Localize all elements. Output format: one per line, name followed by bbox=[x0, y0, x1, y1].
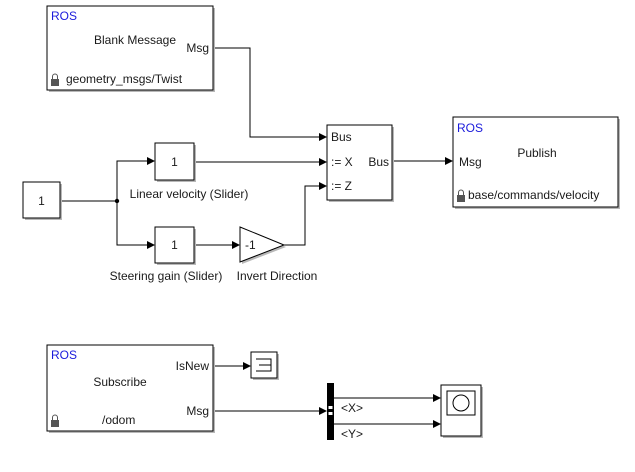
lock-icon bbox=[51, 73, 59, 86]
signal-label-x: <X> bbox=[341, 401, 363, 415]
branch-junction bbox=[114, 198, 120, 204]
scope-icon bbox=[446, 390, 476, 416]
port-label-msg: Msg bbox=[186, 404, 209, 418]
port-assign-z: := Z bbox=[331, 179, 352, 193]
slider-value: 1 bbox=[171, 155, 178, 169]
invert-direction-gain-block[interactable]: -1 bbox=[239, 226, 286, 264]
linear-velocity-slider-block[interactable]: 1 bbox=[154, 142, 196, 182]
terminator-block[interactable] bbox=[250, 351, 279, 380]
steering-gain-slider-block[interactable]: 1 bbox=[154, 226, 196, 265]
subscribe-block[interactable]: ROS Subscribe IsNew Msg /odom bbox=[46, 344, 215, 433]
blank-message-block[interactable]: ROS Blank Message Msg geometry_msgs/Twis… bbox=[46, 5, 215, 92]
port-bus-out: Bus bbox=[368, 155, 389, 169]
lock-icon bbox=[51, 414, 59, 427]
terminator-icon bbox=[256, 358, 272, 372]
wire-to-steering[interactable] bbox=[116, 201, 155, 249]
gain-value: -1 bbox=[245, 238, 256, 252]
port-label-isnew: IsNew bbox=[176, 359, 210, 373]
block-title: Subscribe bbox=[93, 375, 147, 389]
bus-selector-block[interactable] bbox=[327, 383, 334, 440]
port-assign-x: := X bbox=[331, 155, 353, 169]
scope-block[interactable] bbox=[440, 384, 483, 438]
signal-label-y: <Y> bbox=[341, 427, 363, 441]
block-title: Publish bbox=[517, 146, 556, 160]
linear-velocity-label: Linear velocity (Slider) bbox=[130, 187, 249, 201]
wire-to-linear[interactable] bbox=[116, 157, 155, 201]
constant-block[interactable]: 1 bbox=[22, 181, 62, 220]
wire-blank-to-bus[interactable] bbox=[213, 47, 327, 141]
port-label-msg: Msg bbox=[186, 41, 209, 55]
ros-header: ROS bbox=[457, 121, 483, 135]
lock-icon bbox=[457, 189, 465, 202]
message-type: geometry_msgs/Twist bbox=[66, 72, 183, 86]
invert-direction-label: Invert Direction bbox=[237, 269, 318, 283]
ros-header: ROS bbox=[51, 348, 77, 362]
block-title: Blank Message bbox=[94, 33, 176, 47]
wire-gain-to-bus[interactable] bbox=[284, 182, 327, 246]
topic-name: /odom bbox=[102, 413, 135, 427]
publish-block[interactable]: ROS Publish Msg base/commands/velocity bbox=[452, 116, 620, 209]
ros-header: ROS bbox=[51, 9, 77, 23]
port-bus-in: Bus bbox=[331, 130, 352, 144]
constant-value: 1 bbox=[38, 194, 45, 208]
slider-value: 1 bbox=[171, 238, 178, 252]
bus-assignment-block[interactable]: Bus := X := Z Bus bbox=[326, 124, 394, 202]
port-label-msg: Msg bbox=[459, 155, 482, 169]
steering-gain-label: Steering gain (Slider) bbox=[110, 269, 223, 283]
topic-name: base/commands/velocity bbox=[468, 188, 599, 202]
